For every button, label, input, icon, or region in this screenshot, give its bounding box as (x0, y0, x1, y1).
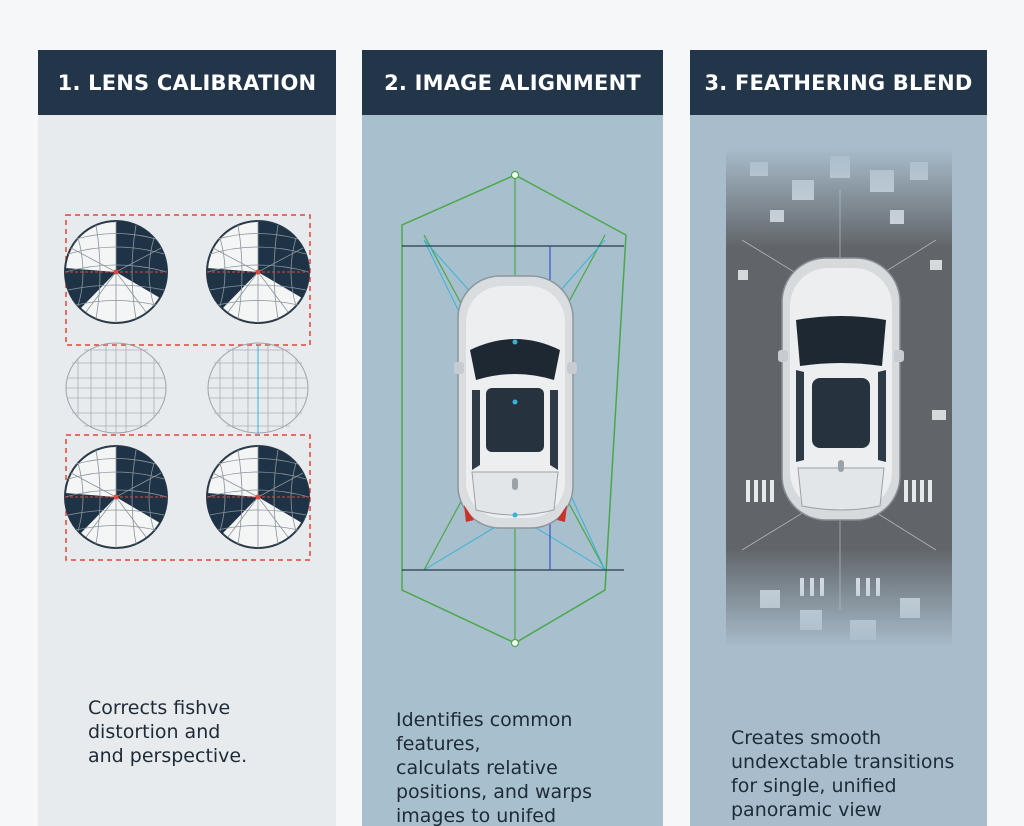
image-alignment-description: Identifies common features, calculats re… (396, 709, 592, 826)
fisheye-lens-1 (63, 219, 169, 324)
car-top-view-blended (778, 257, 904, 521)
image-alignment-title: 2. IMAGE ALIGNMENT (362, 50, 663, 115)
fisheye-lens-4 (205, 444, 311, 549)
fisheye-lens-3 (63, 444, 169, 549)
lens-calibration-panel: 1. LENS CALIBRATION (38, 50, 336, 826)
image-alignment-illustration (401, 170, 627, 648)
corrected-grid-1 (65, 342, 167, 434)
lens-calibration-description: Corrects fishve distortion and and persp… (88, 697, 248, 767)
feathering-blend-description: Creates smooth undexctable transitions f… (731, 727, 955, 821)
fisheye-lens-2 (205, 219, 311, 324)
image-alignment-panel: 2. IMAGE ALIGNMENT (362, 50, 663, 826)
feathering-blend-panel: 3. FEATHERING BLEND (690, 50, 987, 826)
feathering-blend-title: 3. FEATHERING BLEND (690, 50, 987, 115)
calibration-box-top (65, 214, 311, 346)
feathering-blend-illustration (726, 148, 952, 648)
lens-calibration-illustration (63, 214, 311, 561)
lens-calibration-title: 1. LENS CALIBRATION (38, 50, 336, 115)
